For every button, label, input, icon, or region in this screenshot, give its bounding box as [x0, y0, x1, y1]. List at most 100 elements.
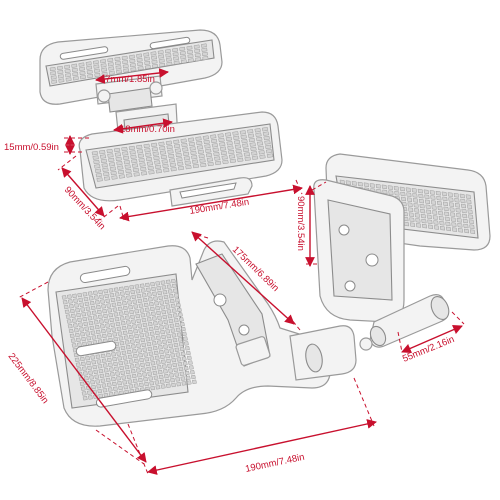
- tread-block: [205, 152, 213, 158]
- tread-block: [121, 55, 128, 61]
- tread-block: [70, 338, 76, 343]
- tread-block: [143, 352, 149, 357]
- tread-block: [67, 323, 73, 329]
- tread-block: [155, 360, 161, 365]
- tread-block: [106, 357, 112, 363]
- tread-block: [400, 196, 407, 202]
- tread-block: [235, 148, 242, 154]
- tread-block: [96, 309, 102, 315]
- tread-block: [170, 303, 176, 309]
- tread-block: [129, 339, 135, 344]
- tread-block: [81, 391, 87, 396]
- tread-block: [86, 390, 92, 395]
- tread-block: [125, 369, 131, 375]
- tread-block: [265, 144, 272, 150]
- tread-block: [72, 293, 78, 299]
- tread-block: [94, 168, 102, 173]
- tread-block: [173, 342, 179, 348]
- tread-block: [156, 365, 162, 370]
- tread-block: [242, 143, 249, 148]
- tread-block: [98, 368, 104, 374]
- tread-block: [73, 327, 79, 333]
- tread-block: [103, 176, 111, 181]
- tread-block: [51, 79, 58, 84]
- tread-block: [93, 369, 99, 375]
- tread-block: [171, 333, 177, 338]
- tread-block: [450, 217, 456, 222]
- tread-block: [114, 292, 120, 297]
- middle-footboard: [78, 103, 283, 207]
- tread-block: [143, 302, 149, 308]
- tread-block: [191, 155, 198, 160]
- tread-block: [206, 157, 214, 162]
- tread-block: [415, 218, 421, 223]
- tread-block: [131, 348, 137, 354]
- tread-block: [147, 371, 153, 376]
- tread-block: [418, 193, 424, 199]
- tread-block: [442, 201, 449, 207]
- tread-block: [68, 303, 74, 309]
- tread-block: [460, 198, 466, 204]
- tread-block: [127, 300, 133, 305]
- tread-block: [86, 69, 93, 75]
- tread-block: [182, 151, 190, 157]
- tread-block: [100, 328, 106, 334]
- tread-block: [387, 185, 393, 190]
- tread-block: [463, 223, 469, 229]
- tread-block: [381, 184, 387, 190]
- tread-block: [166, 333, 172, 339]
- tread-block: [438, 210, 444, 216]
- tread-block: [134, 284, 140, 289]
- tread-block: [101, 383, 107, 388]
- tread-block: [151, 341, 157, 346]
- tread-block: [170, 166, 177, 172]
- tread-block: [144, 307, 150, 312]
- tread-block: [442, 196, 448, 202]
- tread-block: [153, 375, 159, 380]
- tread-block: [181, 331, 187, 337]
- tread-block: [164, 49, 171, 54]
- tread-block: [85, 356, 91, 361]
- dim-label-height-right: 90mm/3.54in: [295, 196, 306, 251]
- tread-block: [72, 76, 79, 81]
- tread-block: [93, 64, 100, 69]
- tread-block: [85, 331, 91, 336]
- tread-block: [114, 366, 120, 371]
- tread-block: [126, 374, 132, 380]
- tread-block: [132, 299, 138, 304]
- right-footboard-assembly: [313, 153, 491, 348]
- dim-line-pin-length: [401, 325, 463, 353]
- tread-block: [150, 361, 156, 366]
- tread-block: [110, 170, 117, 176]
- tread-block: [467, 209, 473, 214]
- tread-block: [83, 296, 89, 302]
- tread-block: [186, 45, 193, 50]
- tread-block: [247, 133, 255, 138]
- tread-block: [228, 154, 236, 159]
- tread-block: [424, 199, 431, 205]
- tread-block: [154, 355, 160, 360]
- tread-block: [128, 384, 134, 389]
- tread-block: [92, 60, 99, 65]
- tread-block: [103, 171, 110, 177]
- tread-block: [114, 316, 120, 322]
- tread-block: [409, 222, 416, 227]
- tread-block: [81, 336, 87, 342]
- tread-block: [150, 51, 157, 56]
- tread-block: [382, 189, 388, 195]
- tread-block: [405, 187, 411, 192]
- tread-block: [156, 285, 162, 291]
- tread-block: [450, 212, 456, 217]
- tread-block: [139, 162, 146, 167]
- tread-block: [157, 50, 164, 55]
- tread-block: [125, 290, 131, 296]
- tread-block: [121, 146, 128, 152]
- tread-block: [137, 61, 144, 67]
- tread-block: [161, 364, 167, 369]
- tread-block: [411, 188, 417, 193]
- tread-block: [131, 373, 137, 379]
- tread-block: [91, 360, 97, 365]
- tread-block: [151, 59, 158, 64]
- tread-block: [64, 64, 71, 69]
- tread-block: [158, 374, 164, 380]
